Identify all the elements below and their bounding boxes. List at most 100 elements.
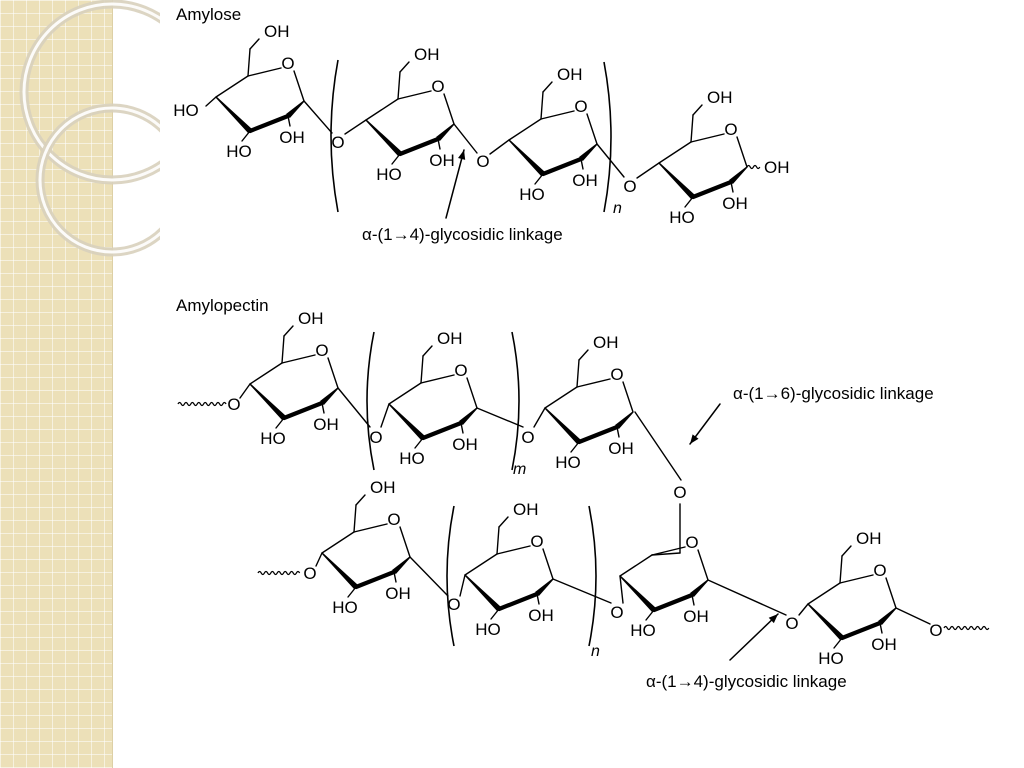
c6-hydroxyl: OH (593, 333, 619, 352)
c4-hydroxyl: HO (173, 101, 199, 120)
glycosidic-oxygen: O (476, 152, 489, 171)
chain-continuation-wavy (177, 401, 227, 407)
bond (534, 173, 544, 185)
bond (542, 81, 553, 93)
amylopectin-repeat-subscript-n: n (591, 643, 600, 660)
decorative-rings (19, 0, 160, 257)
bold-bond (839, 620, 883, 641)
bond (552, 578, 612, 604)
bond (692, 104, 703, 116)
bond (622, 381, 634, 413)
bold-bond (535, 578, 554, 597)
amylose-linkage-arrow-head (458, 150, 466, 160)
c6-hydroxyl: OH (707, 88, 733, 107)
bond (293, 70, 305, 102)
bond (619, 554, 653, 577)
bond (399, 61, 410, 73)
bond (249, 362, 283, 385)
bond (453, 123, 478, 154)
bond (496, 545, 531, 555)
bond (247, 67, 282, 77)
bold-bond (544, 407, 581, 444)
bond (576, 378, 611, 388)
bond (833, 637, 843, 649)
bond (355, 494, 366, 506)
bond (205, 96, 217, 107)
repeat-bracket-left (330, 59, 339, 213)
bond (321, 402, 325, 414)
glycosidic-oxygen: O (227, 395, 240, 414)
bold-bond (496, 591, 540, 612)
bond (697, 549, 709, 581)
bond (684, 196, 694, 208)
c3-hydroxyl: HO (399, 449, 425, 468)
c6-hydroxyl: OH (437, 329, 463, 348)
bond (287, 115, 291, 127)
c2-hydroxyl: OH (279, 128, 305, 147)
bond (645, 609, 655, 621)
bond (580, 158, 584, 170)
bond (542, 548, 554, 580)
c2-hydroxyl: OH (429, 151, 455, 170)
bold-bond (576, 424, 620, 445)
bond (736, 136, 748, 168)
repeat-bracket-right (588, 505, 597, 647)
bond (388, 382, 422, 405)
bold-bond (388, 403, 425, 440)
bond (459, 574, 466, 597)
bond (422, 345, 433, 357)
glycosidic-oxygen: O (785, 614, 798, 633)
c3-hydroxyl: HO (332, 598, 358, 617)
bond (327, 357, 339, 389)
bond (353, 523, 388, 533)
bold-bond (215, 96, 252, 133)
amylose-linkage-arrow (445, 149, 465, 219)
c3-hydroxyl: HO (260, 429, 286, 448)
bold-bond (729, 166, 748, 185)
bond (275, 417, 285, 429)
bond (303, 100, 333, 134)
bond (249, 38, 260, 50)
bond (690, 114, 694, 143)
bond (570, 441, 580, 453)
c6-hydroxyl: OH (298, 309, 324, 328)
bond (399, 526, 411, 558)
bond (536, 593, 540, 605)
bond (241, 130, 251, 142)
c6-hydroxyl: OH (414, 45, 440, 64)
bond (636, 162, 660, 179)
amylopectin-14-linkage-label: α-(1→4)-glycosidic linkage (646, 672, 847, 691)
bold-bond (464, 574, 501, 611)
bold-bond (247, 113, 291, 134)
bond (651, 552, 681, 556)
chain-continuation-wavy (257, 570, 301, 576)
c2-hydroxyl: OH (572, 171, 598, 190)
glycosidic-oxygen: O (369, 428, 382, 447)
bond (498, 516, 509, 528)
c6-hydroxyl: OH (370, 478, 396, 497)
bond (391, 153, 401, 165)
bond (634, 411, 682, 481)
bond (283, 325, 294, 337)
bond (691, 594, 695, 606)
bond (466, 377, 478, 409)
ring-oxygen: O (315, 341, 328, 360)
bond (321, 531, 355, 554)
glycosidic-oxygen: O (331, 133, 344, 152)
bond (380, 403, 390, 428)
bond (397, 90, 432, 100)
c2-hydroxyl: OH (385, 584, 411, 603)
bond (409, 556, 449, 597)
bold-bond (392, 556, 411, 575)
linkage-16-arrow-head (690, 434, 699, 444)
glycosidic-oxygen: O (303, 564, 316, 583)
amylopectin-16-linkage-label: α-(1→6)-glycosidic linkage (733, 384, 934, 403)
ring-oxygen: O (724, 120, 737, 139)
bold-bond (436, 123, 455, 142)
bond (460, 422, 464, 434)
bond (895, 607, 931, 625)
bond (508, 118, 542, 141)
bold-bond (353, 569, 397, 590)
bond (798, 603, 809, 616)
